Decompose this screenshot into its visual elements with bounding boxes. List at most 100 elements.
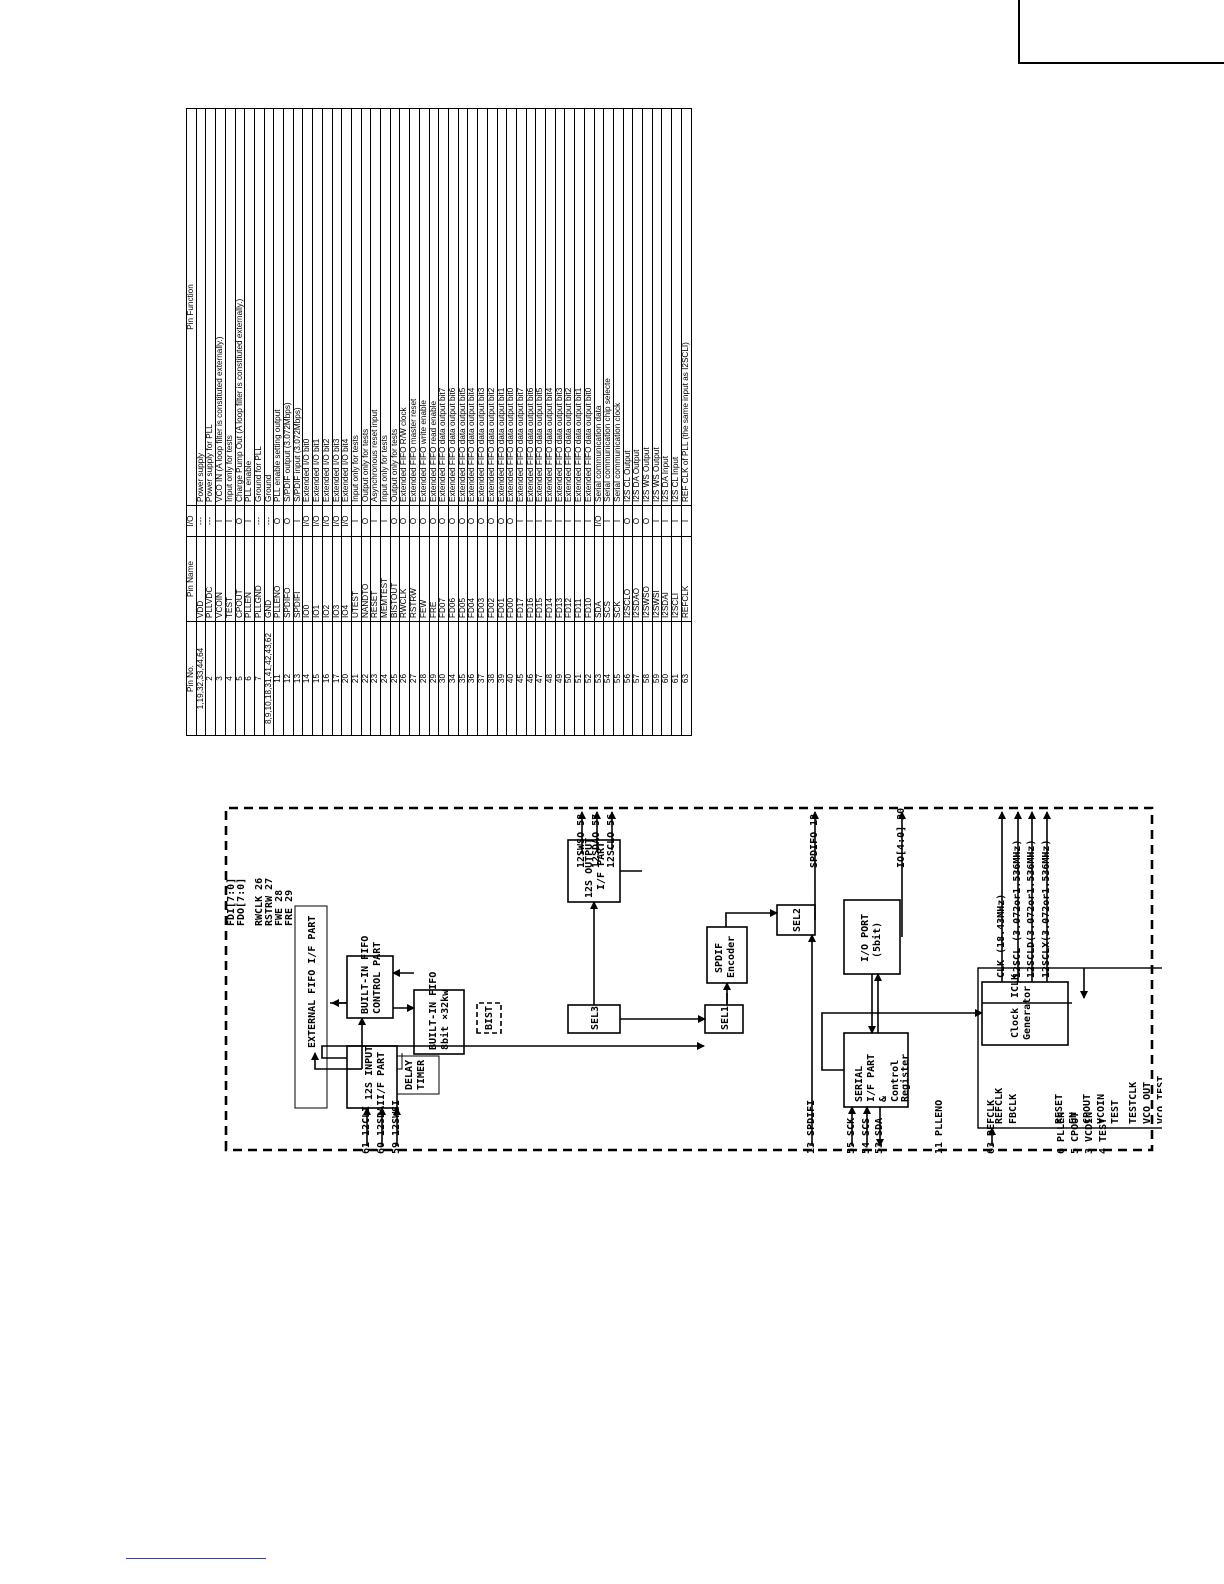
pin-no-cell: 52	[584, 621, 595, 736]
blocks-pll-vcoin-label: VCOIN	[1096, 1094, 1107, 1124]
pin-no-cell: 16	[322, 621, 333, 736]
pin-io-cell: I	[613, 505, 624, 537]
left-pins-p54-label: 54 SCS	[861, 1118, 872, 1154]
blocks-pll-test-label: TEST	[1110, 1100, 1121, 1124]
right-pins-p57-label: 12SDAO 57	[591, 814, 602, 868]
pin-function-cell: Extended FIFO data output bit3	[477, 108, 488, 506]
blocks-pll-cpout-label: CPOUT	[1082, 1094, 1093, 1124]
pin-no-cell: 24	[380, 621, 391, 736]
left-pins-p11-label: 11 PLLENO	[934, 1100, 945, 1154]
blocks-pll-en-label: EN	[1068, 1112, 1079, 1124]
pin-no-cell: 21	[351, 621, 362, 736]
pin-no-cell: 7	[254, 621, 265, 736]
pin-no-cell: 4	[225, 621, 236, 736]
pin-function-cell: Input only for tests	[225, 108, 236, 506]
pin-function-cell: Charge Pump Out (A loop filter is consti…	[235, 108, 245, 506]
left-pins-p63-label: 63 REFCLK	[986, 1100, 997, 1154]
pin-io-cell: O	[409, 505, 420, 537]
pin-no-cell: 28	[419, 621, 430, 736]
pin-name-cell: FD02	[487, 536, 497, 622]
top-pins-p28-label: FWE 28	[274, 890, 285, 926]
pin-name-cell: FEW	[419, 536, 430, 622]
fifo-control-block	[346, 955, 394, 1019]
blocks-serial-2-label: I/F PART	[866, 1054, 877, 1102]
pin-io-cell: I	[380, 505, 391, 537]
blocks-sel3-label: SEL3	[590, 1006, 601, 1030]
pin-function-cell: Extended FIFO write enable	[419, 108, 430, 506]
blocks-spdif-enc-1-label: SPDIF	[714, 943, 725, 973]
blocks-pll-vco-test-label: VCO_TEST	[1156, 1076, 1162, 1124]
fifo-memory-block	[413, 989, 465, 1055]
blocks-serial-5-label: Register	[899, 1054, 911, 1102]
pin-no-cell: 12	[283, 621, 294, 736]
pin-no-cell: 20	[341, 621, 352, 736]
blocks-sel2-label: SEL2	[792, 908, 803, 932]
header-pin-name: Pin Name	[186, 536, 197, 622]
pin-function-cell: PLL enable	[244, 108, 255, 506]
blocks-clockgen-1-label: Clock	[1010, 1008, 1021, 1038]
blocks-pll-refclk-label: REFCLK	[994, 1088, 1005, 1124]
pin-io-cell: O	[642, 505, 653, 537]
blocks-i2s-input-2-label: I/F PART	[376, 1052, 387, 1100]
pin-io-cell: I	[225, 505, 236, 537]
right-pins-p56-label: 12SCLO 56	[606, 814, 617, 868]
pin-name-cell: SPDIFO	[283, 536, 294, 622]
pin-io-cell: I/O	[322, 505, 333, 537]
pin-function-cell: I2S WS Output	[642, 108, 653, 506]
pin-name-cell: RSTRW	[409, 536, 420, 622]
pin-no-cell: 37	[477, 621, 488, 736]
blocks-pll-reset-label: RESET	[1054, 1094, 1065, 1124]
pin-io-cell: ---	[254, 505, 265, 537]
pin-function-cell: I2S DA Input	[661, 108, 672, 506]
pin-no-cell: 15	[312, 621, 323, 736]
right-pins-p12-label: SPDIFO 12	[809, 814, 820, 868]
page-corner-box	[1018, 0, 1224, 64]
pin-io-cell: I	[215, 505, 226, 537]
pin-no-cell: 55	[613, 621, 624, 736]
blocks-delay-2-label: TIMER	[416, 1059, 427, 1090]
pin-function-cell: I2S CL Output	[623, 108, 633, 506]
pin-io-cell: O	[506, 505, 517, 537]
bist-block	[476, 1002, 502, 1034]
external-fifo-block	[294, 905, 328, 1109]
blocks-io-port-1-label: I/O PORT	[860, 914, 871, 962]
pin-no-cell: 63	[681, 621, 692, 736]
blocks-sel1-label: SEL1	[720, 1006, 731, 1030]
left-pins-p13-label: 13 SPDIFI	[806, 1100, 817, 1154]
header-io: I/O	[186, 505, 197, 537]
pin-io-cell: I	[244, 505, 255, 537]
pin-name-cell: FD06	[448, 536, 459, 622]
pin-io-cell: I	[681, 505, 692, 537]
pin-name-cell: FD10	[584, 536, 595, 622]
pin-function-cell: Input only for tests	[380, 108, 391, 506]
top-pins-p27-label: RSTRW 27	[264, 878, 275, 926]
pin-io-cell: O	[419, 505, 430, 537]
pin-io-cell: I	[671, 505, 682, 537]
pin-no-cell: 61	[671, 621, 682, 736]
blocks-i2s-output-2-label: I/F PART	[596, 842, 607, 890]
pin-name-cell: IO2	[322, 536, 333, 622]
pin-function-cell: I2S WS Output	[652, 108, 662, 506]
pin-name-cell: TEST	[225, 536, 236, 622]
blocks-fifo-mem-2-label: 8bit ×32kw	[439, 989, 451, 1050]
pin-name-cell: MEMTEST	[380, 536, 391, 622]
footer-rule	[126, 1558, 266, 1559]
pin-name-cell: I2SWSO	[642, 536, 653, 622]
header-pin-function: Pin Function	[186, 108, 197, 506]
